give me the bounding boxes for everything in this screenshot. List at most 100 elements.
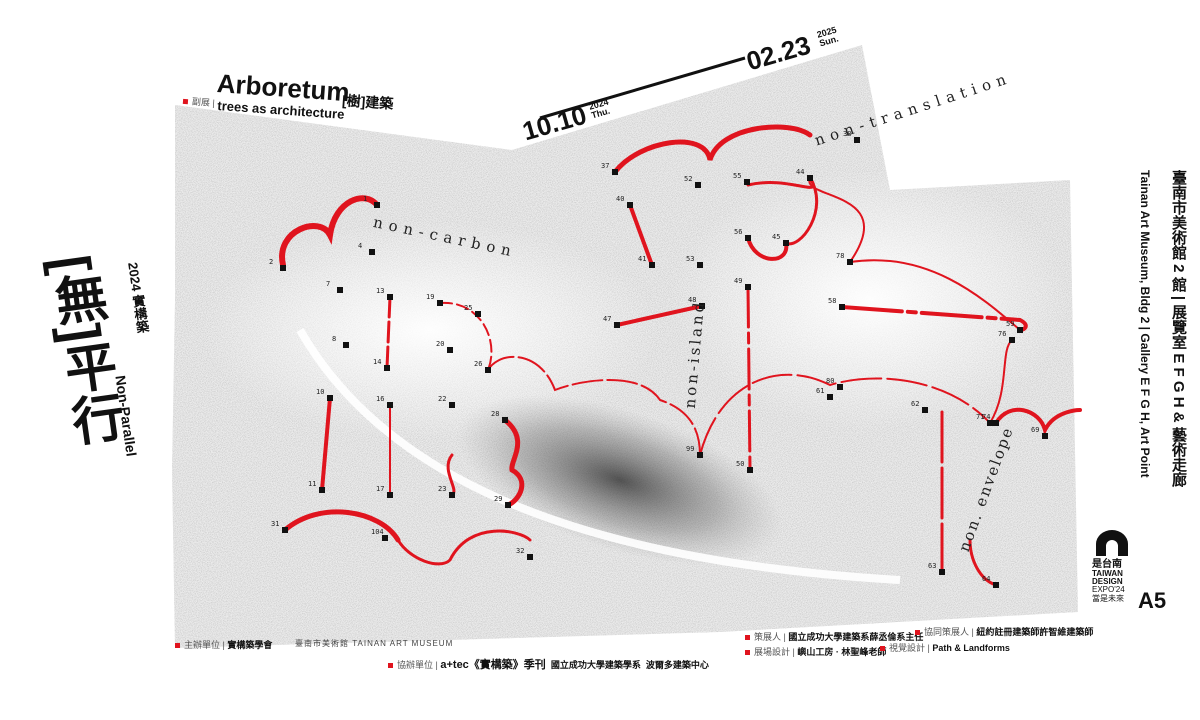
node-marker xyxy=(387,294,393,300)
node-marker xyxy=(447,347,453,353)
node-label: 26 xyxy=(474,360,483,368)
node-marker xyxy=(387,492,393,498)
node-marker xyxy=(744,179,750,185)
venue-en: Tainan Art Museum, Bldg 2 | Gallery E F … xyxy=(1138,170,1152,478)
node-label: 16 xyxy=(376,395,385,403)
node-marker xyxy=(627,202,633,208)
node-label: 64 xyxy=(982,575,991,583)
node-label: 58 xyxy=(828,297,837,305)
node-label: 41 xyxy=(638,255,647,263)
node-label: 29 xyxy=(494,495,503,503)
exhibit-title-zh: [樹]建築 xyxy=(341,92,394,112)
node-marker xyxy=(807,175,813,181)
node-marker xyxy=(282,527,288,533)
node-label: 28 xyxy=(491,410,500,418)
node-label: 10 xyxy=(316,388,325,396)
red-bullet xyxy=(880,646,885,652)
node-marker xyxy=(319,487,325,493)
node-marker xyxy=(382,535,388,541)
node-label: 53 xyxy=(686,255,695,263)
node-label: 4 xyxy=(358,242,363,250)
node-label: 11 xyxy=(308,480,317,488)
exhibit-design-credit: 展場設計 | 嶼山工房 · 林聖峰老師 xyxy=(745,645,886,658)
expo-arch-logo xyxy=(1096,530,1128,556)
node-marker xyxy=(745,235,751,241)
node-label: 55 xyxy=(733,172,742,180)
co-organizer-credit: 協辦單位 | a+tec《實構築》季刊 國立成功大學建築學系 波爾多建築中心 xyxy=(388,656,709,672)
node-marker xyxy=(327,395,333,401)
node-marker xyxy=(437,300,443,306)
red-bullet xyxy=(745,650,750,656)
node-marker xyxy=(449,492,455,498)
node-label: 56 xyxy=(734,228,743,236)
node-label: 59 xyxy=(1006,320,1015,328)
node-marker xyxy=(697,452,703,458)
node-marker xyxy=(649,262,655,268)
museum-logo: 臺南市美術館 TAINAN ART MUSEUM xyxy=(295,639,454,648)
node-label: 76 xyxy=(998,330,1007,338)
node-marker xyxy=(993,420,999,426)
node-marker xyxy=(337,287,343,293)
node-label: 49 xyxy=(734,277,743,285)
node-label: 40 xyxy=(616,195,625,203)
red-bullet xyxy=(175,643,180,649)
node-label: 7 xyxy=(326,280,331,288)
node-label: 32 xyxy=(516,547,525,555)
node-marker xyxy=(384,365,390,371)
node-marker xyxy=(449,402,455,408)
node-label: 44 xyxy=(796,168,805,176)
node-label: 80 xyxy=(826,377,835,385)
expo-text: 是台南 TAIWAN DESIGN EXPO'24 當是未來 xyxy=(1092,559,1125,604)
node-marker xyxy=(343,342,349,348)
node-marker xyxy=(1017,327,1023,333)
node-marker xyxy=(847,259,853,265)
node-label: 2 xyxy=(269,258,274,266)
node-marker xyxy=(699,303,705,309)
node-marker xyxy=(1042,433,1048,439)
node-marker xyxy=(527,554,533,560)
node-label: 19 xyxy=(426,293,435,301)
node-label: 74 xyxy=(982,413,991,421)
node-label: 8 xyxy=(332,335,337,343)
organizer-credit: 主辦單位 | 實構築學會 xyxy=(175,638,272,651)
node-marker xyxy=(993,582,999,588)
visual-design-credit: 視覺設計 | Path & Landforms xyxy=(880,641,1010,654)
node-marker xyxy=(280,265,286,271)
node-label: 71 xyxy=(976,413,985,421)
node-label: 23 xyxy=(438,485,447,493)
node-marker xyxy=(939,569,945,575)
node-marker xyxy=(612,169,618,175)
node-label: 69 xyxy=(1031,426,1040,434)
red-bullet xyxy=(388,663,393,669)
node-label: 48 xyxy=(688,296,697,304)
node-marker xyxy=(1009,337,1015,343)
red-bullet xyxy=(745,635,750,641)
node-label: 45 xyxy=(772,233,781,241)
node-marker xyxy=(505,502,511,508)
node-marker xyxy=(485,367,491,373)
node-marker xyxy=(783,240,789,246)
venue-zh: 臺南市美術館 2 館 | 展覽室 E F G H & 藝術走廊 xyxy=(1170,170,1187,487)
node-label: 78 xyxy=(836,252,845,260)
node-label: 1 xyxy=(363,195,368,203)
co-curator-credit: 協同策展人 | 紐約註冊建築師許智維建築師 xyxy=(915,625,1093,638)
node-marker xyxy=(369,249,375,255)
node-label: 20 xyxy=(436,340,445,348)
node-marker xyxy=(697,262,703,268)
node-label: 13 xyxy=(376,287,385,295)
node-label: 17 xyxy=(376,485,385,493)
node-label: 47 xyxy=(603,315,612,323)
node-marker xyxy=(827,394,833,400)
node-label: 99 xyxy=(686,445,695,453)
node-marker xyxy=(987,420,993,426)
node-label: 31 xyxy=(271,520,280,528)
node-label: 38 xyxy=(843,130,852,138)
node-label: 104 xyxy=(371,528,384,536)
node-marker xyxy=(374,202,380,208)
red-bullet xyxy=(915,630,920,636)
node-marker xyxy=(502,417,508,423)
node-marker xyxy=(747,467,753,473)
node-marker xyxy=(745,284,751,290)
node-marker xyxy=(387,402,393,408)
